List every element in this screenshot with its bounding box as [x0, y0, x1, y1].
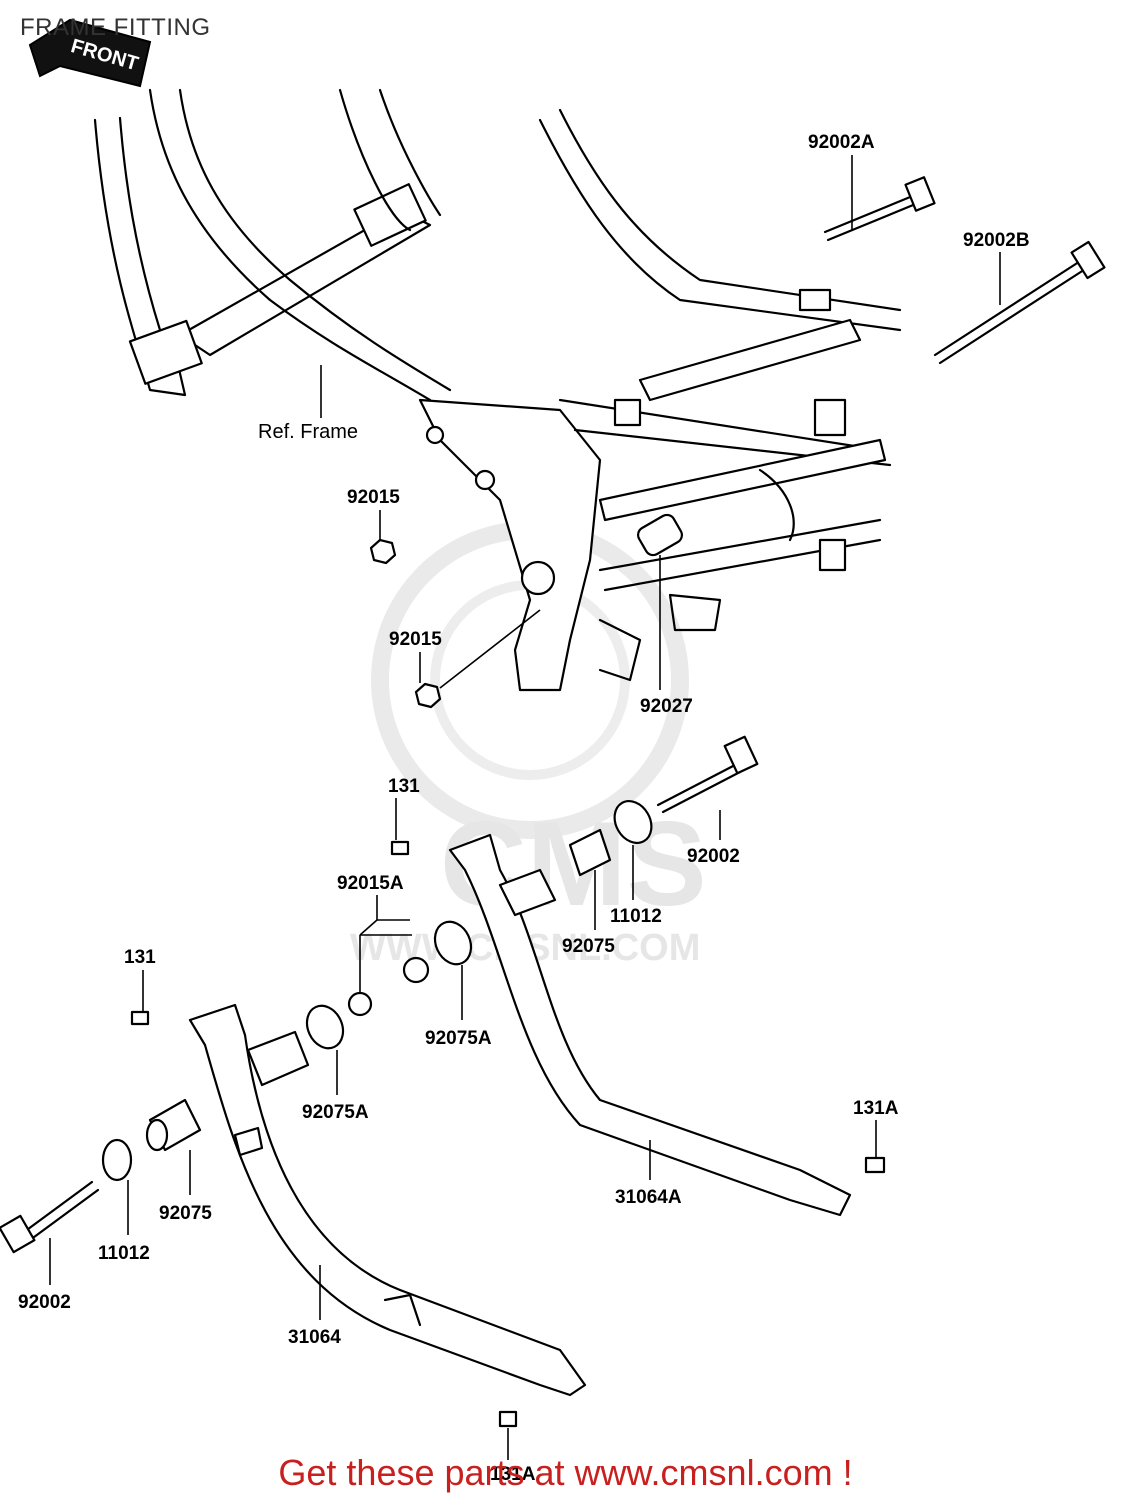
callout-131-upper: 131 [388, 776, 420, 797]
callout-92002-left: 92002 [18, 1292, 71, 1313]
leader-lines [49, 155, 1001, 1460]
callout-11012-right: 11012 [610, 906, 662, 927]
callout-92015-upper: 92015 [347, 487, 400, 508]
callout-92075-left: 92075 [159, 1203, 212, 1224]
callout-92002A: 92002A [808, 132, 875, 153]
page-title: FRAME FITTING [20, 14, 211, 41]
callout-92027: 92027 [640, 696, 693, 717]
callout-92075A-left: 92075A [302, 1102, 369, 1123]
callout-31064: 31064 [288, 1327, 341, 1348]
front-badge: FRONT [28, 18, 152, 88]
callout-131-left: 131 [124, 947, 156, 968]
callout-131A-right: 131A [853, 1098, 899, 1119]
callout-92075-right: 92075 [562, 936, 615, 957]
callout-92002-right: 92002 [687, 846, 740, 867]
callout-92002B: 92002B [963, 230, 1030, 251]
callout-131A-bottom: 131A [490, 1464, 536, 1485]
callout-92015A: 92015A [337, 873, 404, 894]
lower-rails [188, 833, 852, 1397]
ref-frame-label: Ref. Frame [258, 421, 358, 443]
callout-labels: Ref. Frame 92002A 92002B 92015 92015 920… [18, 132, 1030, 1485]
hardware [0, 176, 1106, 1428]
callout-92075A-right: 92075A [425, 1028, 492, 1049]
callout-92015-lower: 92015 [389, 629, 442, 650]
main-frame [93, 88, 902, 692]
callout-11012-left: 11012 [98, 1243, 150, 1264]
callout-31064A: 31064A [615, 1187, 682, 1208]
footer-promo-text: Get these parts at www.cmsnl.com ! [278, 1452, 853, 1493]
